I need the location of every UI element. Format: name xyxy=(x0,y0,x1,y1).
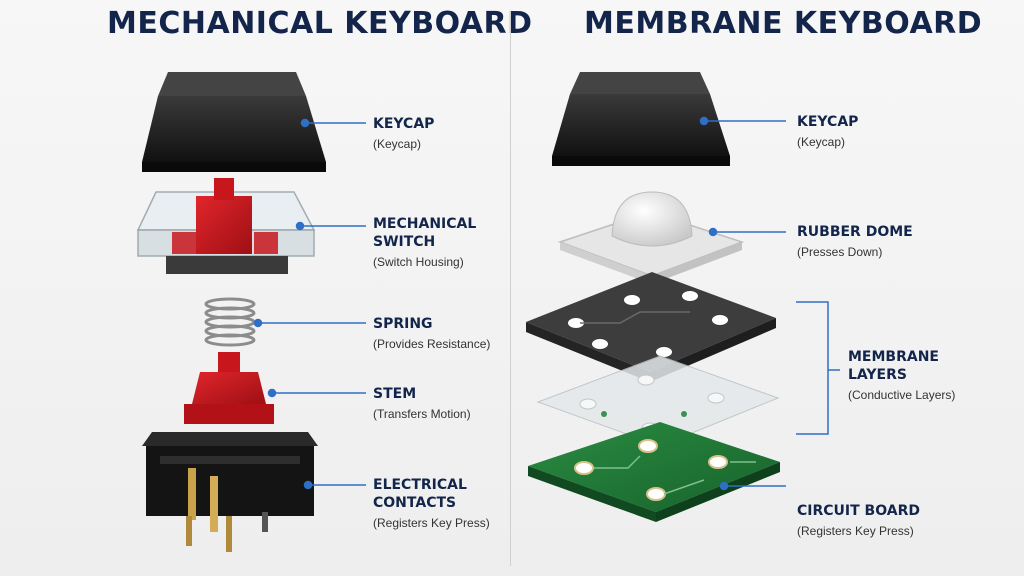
label-memb-dome: RUBBER DOME (Presses Down) xyxy=(797,223,913,260)
label-title: SPRING xyxy=(373,316,433,332)
membrane-title: MEMBRANE KEYBOARD xyxy=(584,6,983,41)
label-subtitle: (Registers Key Press) xyxy=(797,524,914,538)
label-subtitle: (Provides Resistance) xyxy=(373,337,491,351)
mechanical-title: MECHANICAL KEYBOARD xyxy=(107,6,533,41)
circuit-board-icon xyxy=(528,422,780,522)
label-title: RUBBER DOME xyxy=(797,224,913,240)
label-mech-stem: STEM (Transfers Motion) xyxy=(373,385,471,422)
keycap-icon xyxy=(142,72,326,172)
label-subtitle: (Registers Key Press) xyxy=(373,516,490,530)
label-title: KEYCAP xyxy=(797,114,859,130)
keycap-icon xyxy=(552,72,730,166)
stem-icon xyxy=(184,352,274,424)
label-subtitle: (Switch Housing) xyxy=(373,255,464,269)
label-memb-circuit: CIRCUIT BOARD (Registers Key Press) xyxy=(797,502,920,539)
label-memb-layers: MEMBRANE LAYERS (Conductive Layers) xyxy=(848,348,955,403)
label-subtitle: (Keycap) xyxy=(373,137,422,151)
label-mech-contacts: ELECTRICAL CONTACTS (Registers Key Press… xyxy=(373,476,490,531)
switch-housing-icon xyxy=(136,178,316,274)
center-divider xyxy=(510,10,511,566)
bracket-membrane-layers xyxy=(796,301,829,435)
label-title: ELECTRICAL CONTACTS xyxy=(373,477,467,511)
label-mech-spring: SPRING (Provides Resistance) xyxy=(373,315,490,352)
spring-icon xyxy=(204,297,256,347)
label-mech-keycap: KEYCAP (Keycap) xyxy=(373,115,434,152)
label-memb-keycap: KEYCAP (Keycap) xyxy=(797,113,858,150)
rubber-dome-icon xyxy=(557,191,745,284)
label-mech-switch: MECHANICAL SWITCH (Switch Housing) xyxy=(373,215,476,270)
label-subtitle: (Keycap) xyxy=(797,135,846,149)
label-subtitle: (Transfers Motion) xyxy=(373,407,471,421)
label-title: STEM xyxy=(373,386,417,402)
label-title: KEYCAP xyxy=(373,116,435,132)
label-title: CIRCUIT BOARD xyxy=(797,503,920,519)
contacts-icon xyxy=(142,432,318,552)
label-subtitle: (Conductive Layers) xyxy=(848,388,956,402)
label-subtitle: (Presses Down) xyxy=(797,245,883,259)
label-title: MECHANICAL SWITCH xyxy=(373,216,477,250)
label-title: MEMBRANE LAYERS xyxy=(848,349,939,383)
